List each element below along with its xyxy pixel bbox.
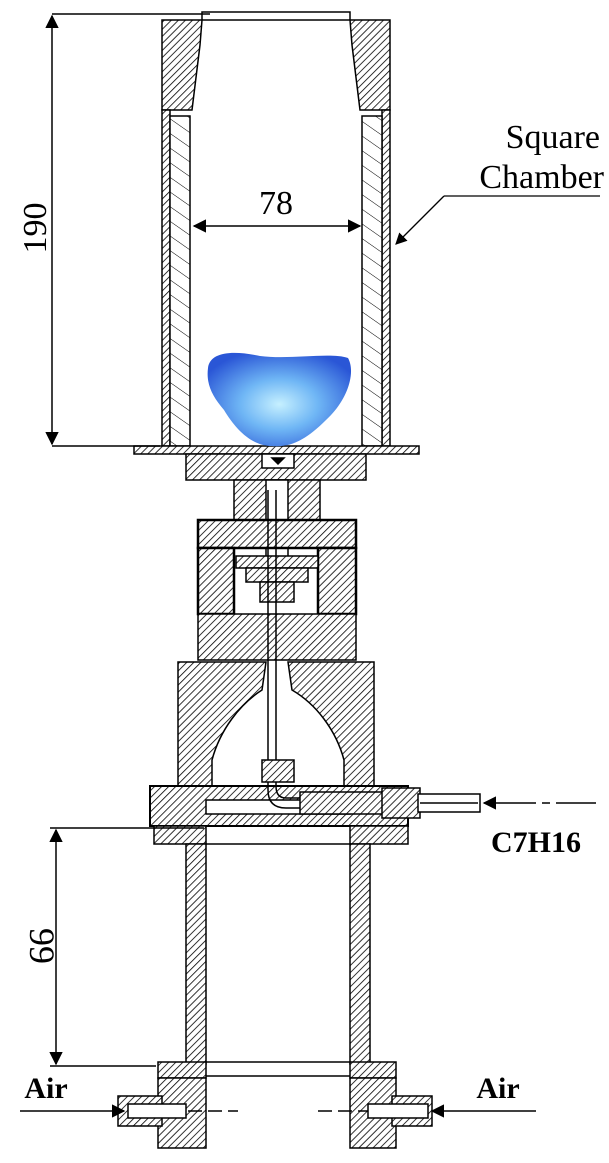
burner-body [149,453,409,845]
chamber-label-line2: Chamber [479,159,604,196]
dimension-78-label: 78 [259,185,293,222]
dimension-190 [45,13,210,447]
square-chamber [133,11,420,455]
air-label-left: Air [24,1072,67,1105]
dimension-99-label: 99 [22,928,62,964]
chamber-leader [395,195,600,245]
chamber-label-line1: Square [506,119,600,156]
dimension-190-label: 190 [17,203,54,254]
flame [207,352,352,447]
fuel-line [261,490,481,819]
dimension-99 [49,827,204,1067]
fuel-label: C7H16 [491,826,581,859]
air-label-right: Air [476,1072,519,1105]
supply-pipe [117,843,433,1149]
